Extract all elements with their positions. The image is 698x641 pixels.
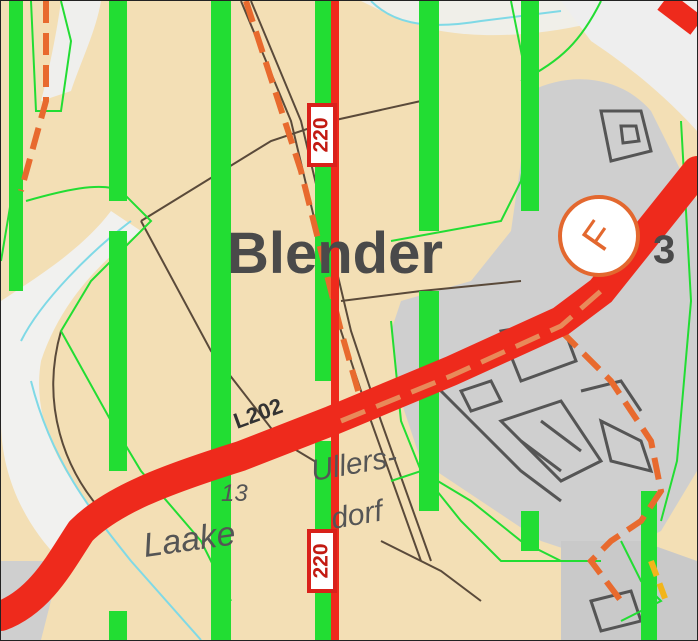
route-shield-bottom[interactable]: 220 (307, 529, 337, 593)
dashed-trails (18, 1, 665, 603)
route-shield-top-label: 220 (310, 117, 334, 153)
white-area-top-right (561, 1, 697, 131)
route-shield-bottom-label: 220 (310, 543, 334, 579)
route-dashed-center (340, 289, 603, 424)
ferry-marker-label: F (573, 213, 624, 259)
green-highlight-bars (9, 1, 657, 640)
place-name-label: Blender (227, 221, 443, 286)
number-13-label: 13 (221, 480, 248, 507)
white-area-north (41, 1, 101, 101)
route-220-line (331, 1, 339, 640)
yellow-trail (648, 559, 669, 603)
river-area-west (1, 211, 141, 561)
trailing-digit-label: 3 (653, 228, 675, 272)
ferry-marker-badge[interactable]: F (558, 195, 640, 277)
route-top-right (657, 1, 697, 35)
main-route-diagonal (1, 156, 697, 631)
route-shield-top[interactable]: 220 (307, 103, 337, 167)
